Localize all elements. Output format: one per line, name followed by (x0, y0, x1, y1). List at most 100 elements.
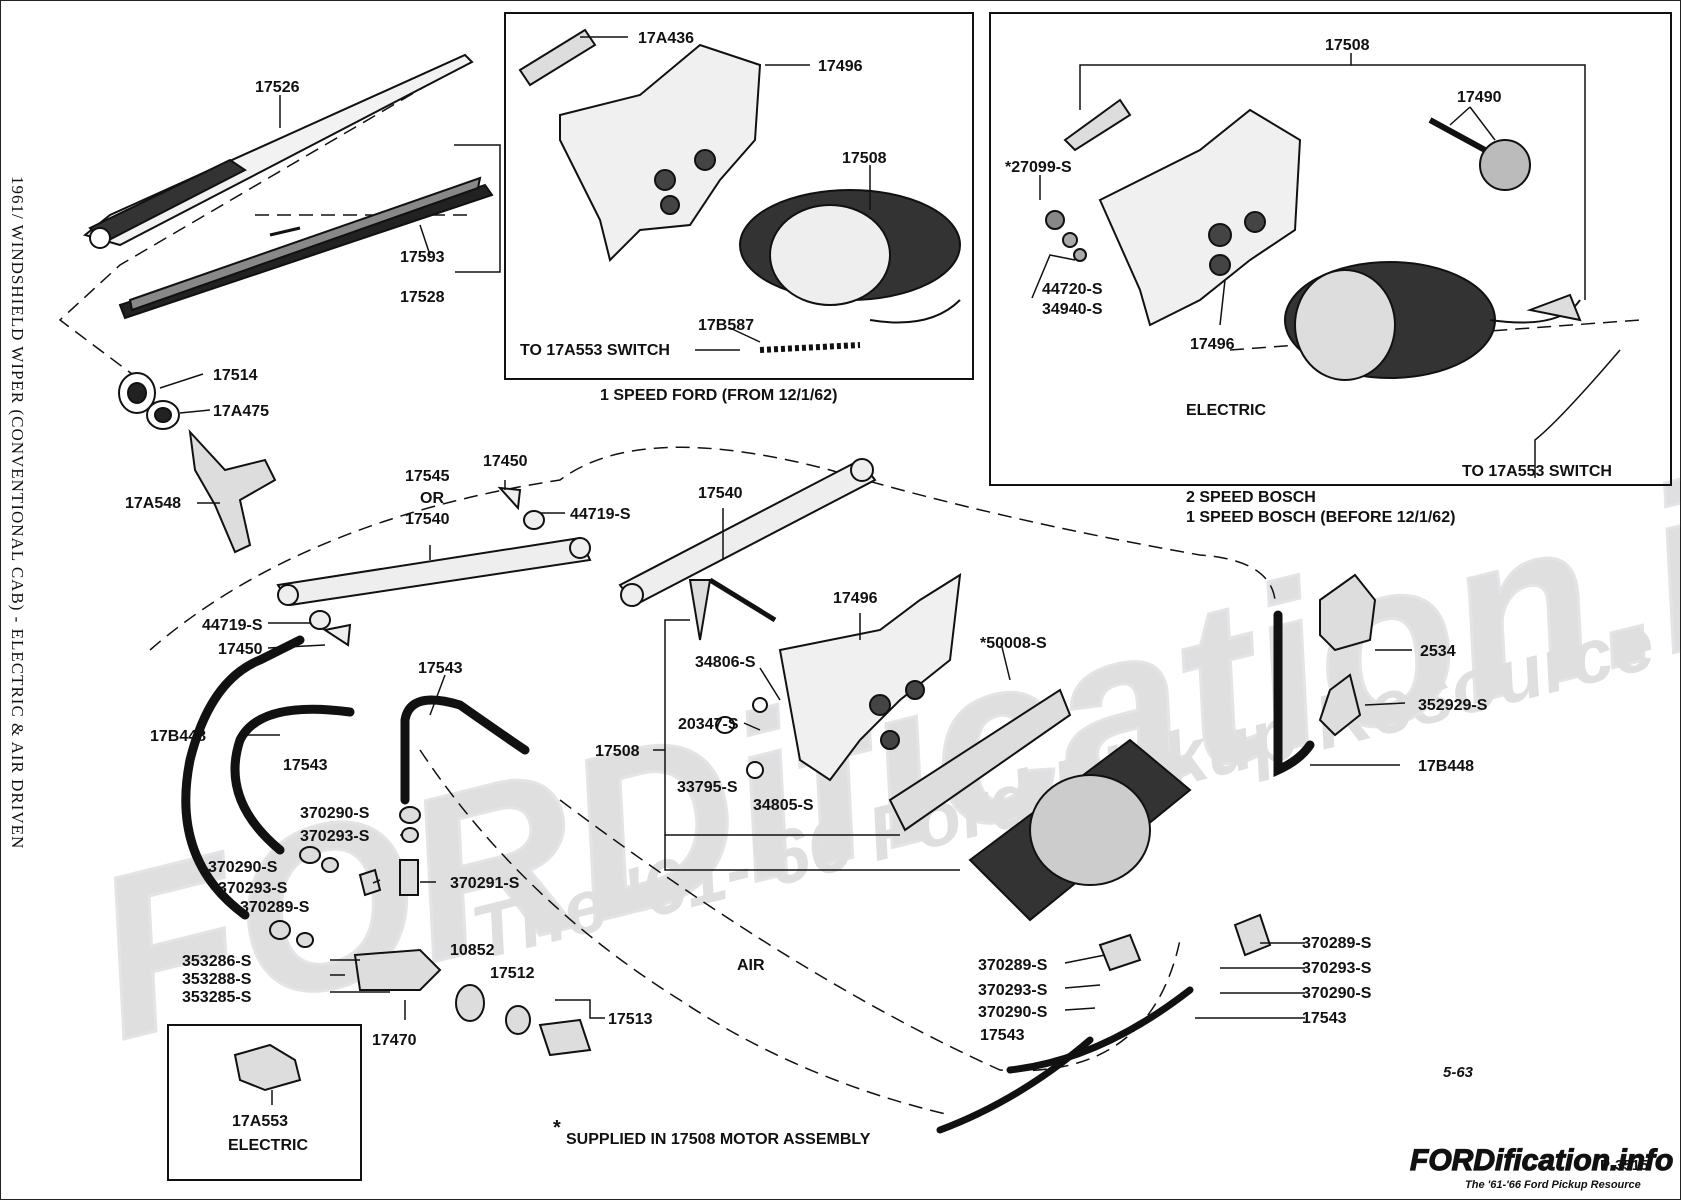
label-17593: 17593 (400, 249, 445, 266)
label-r370289-a: 370289-S (978, 957, 1048, 974)
label-34806: 34806-S (695, 654, 756, 671)
panel-bosch-box (989, 12, 1672, 486)
label-17a475: 17A475 (213, 403, 269, 420)
label-17a553: 17A553 (232, 1113, 288, 1130)
label-r370293-b: 370293-S (1302, 960, 1372, 977)
leader-lines (159, 36, 1621, 1105)
bracket-17a436 (518, 28, 597, 87)
wiper-blade (118, 176, 494, 320)
label-44720: 44720-S (1042, 281, 1103, 298)
bracket-17496-bosch (1098, 108, 1302, 327)
label-370293-b: 370293-S (218, 880, 288, 897)
pivot-parts (118, 372, 277, 554)
label-17450-a: 17450 (483, 453, 528, 470)
cable-17b587 (759, 342, 861, 353)
label-17540-b: 17540 (698, 485, 743, 502)
date-code: 5-63 (1443, 1064, 1474, 1081)
tube-17543-right-b (1006, 986, 1194, 1074)
side-title: 1961/ WINDSHIELD WIPER (CONVENTIONAL CAB… (8, 176, 27, 849)
label-17b587: 17B587 (698, 317, 754, 334)
label-34940: 34940-S (1042, 301, 1103, 318)
label-r17543-b: 17543 (1302, 1010, 1347, 1027)
bosch-motor-parts (1045, 98, 1582, 381)
label-17a436: 17A436 (638, 30, 694, 47)
label-r370290-b: 370290-S (1302, 985, 1372, 1002)
caption-bosch-line2: 1 SPEED BOSCH (BEFORE 12/1/62) (1186, 509, 1455, 526)
label-27099: *27099-S (1005, 159, 1072, 176)
air-tubes (181, 610, 1315, 1134)
footer: * SUPPLIED IN 17508 MOTOR ASSEMBLY 5-63 … (553, 1064, 1674, 1191)
label-353286: 353286-S (182, 953, 252, 970)
label-to-switch-bosch: TO 17A553 SWITCH (1462, 463, 1612, 480)
label-370290-b: 370290-S (208, 859, 278, 876)
label-17496-bosch: 17496 (1190, 336, 1235, 353)
tube-17543-left (230, 704, 355, 855)
label-17540-a: 17540 (405, 511, 450, 528)
label-370291: 370291-S (450, 875, 520, 892)
link-17540 (618, 458, 877, 607)
label-370293-a: 370293-S (300, 828, 370, 845)
label-17528: 17528 (400, 289, 445, 306)
label-r370293-a: 370293-S (978, 982, 1048, 999)
label-17543-left: 17543 (283, 757, 328, 774)
tube-17543-top (400, 695, 530, 805)
label-17543-top: 17543 (418, 660, 463, 677)
label-34805: 34805-S (753, 797, 814, 814)
bracket-17496-ford (559, 43, 762, 262)
caption-bosch-line1: 2 SPEED BOSCH (1186, 489, 1316, 506)
elbow-352929 (1318, 673, 1362, 737)
link-17545 (276, 536, 592, 607)
label-370290-a: 370290-S (300, 805, 370, 822)
label-33795: 33795-S (677, 779, 738, 796)
panel-switch-box (167, 1024, 362, 1181)
caption-ford: 1 SPEED FORD (FROM 12/1/62) (600, 387, 837, 404)
caption-switch-electric: ELECTRIC (228, 1137, 308, 1154)
label-370289-a: 370289-S (240, 899, 310, 916)
label-353285: 353285-S (182, 989, 252, 1006)
air-motor-parts (688, 573, 1192, 922)
footnote: SUPPLIED IN 17508 MOTOR ASSEMBLY (566, 1131, 871, 1148)
bracket-17508-bosch (1063, 98, 1132, 152)
label-17508-bosch: 17508 (1325, 37, 1370, 54)
label-352929: 352929-S (1418, 697, 1488, 714)
knob-17512 (505, 1005, 531, 1035)
pivot-shaft-17a548 (188, 429, 277, 554)
gear-17490 (1479, 139, 1531, 191)
watermark-logo: FORDification.info (1410, 1144, 1673, 1177)
drive-links (276, 458, 877, 647)
footnote-star: * (553, 1117, 561, 1139)
label-17513: 17513 (608, 1011, 653, 1028)
bracket-17496-air (778, 573, 962, 782)
watermark-logo-sub: The '61-'66 Ford Pickup Resource (1465, 1179, 1641, 1191)
label-44719-a: 44719-S (570, 506, 631, 523)
label-to-switch-ford: TO 17A553 SWITCH (520, 342, 670, 359)
label-17514: 17514 (213, 367, 258, 384)
label-17508-ford: 17508 (842, 150, 887, 167)
label-44719-b: 44719-S (202, 617, 263, 634)
label-17512: 17512 (490, 965, 535, 982)
label-air: AIR (737, 957, 765, 974)
knob-10852 (455, 984, 485, 1022)
label-17b448-right: 17B448 (1418, 758, 1474, 775)
tube-17b448-left (181, 635, 305, 920)
label-20347: 20347-S (678, 716, 739, 733)
panel-ford-box (504, 12, 974, 380)
figure-number: P-3515 (1600, 1157, 1648, 1174)
label-17526: 17526 (255, 79, 300, 96)
part-labels: 17526 17593 17528 17514 17A475 17A548 17… (125, 30, 1612, 1130)
label-17490: 17490 (1457, 89, 1502, 106)
label-r17543-a: 17543 (980, 1027, 1025, 1044)
valve-2534 (1319, 573, 1377, 652)
knob-17513 (538, 1018, 592, 1057)
valve-parts (233, 573, 1377, 1092)
label-17508-air: 17508 (595, 743, 640, 760)
switch-17a553 (233, 1043, 302, 1092)
label-50008: *50008-S (980, 635, 1047, 652)
bracket-50008 (888, 688, 1072, 832)
label-or: OR (420, 490, 444, 507)
label-17b448-left: 17B448 (150, 728, 206, 745)
label-r370290-a: 370290-S (978, 1004, 1048, 1021)
label-353288: 353288-S (182, 971, 252, 988)
label-17496-ford: 17496 (818, 58, 863, 75)
